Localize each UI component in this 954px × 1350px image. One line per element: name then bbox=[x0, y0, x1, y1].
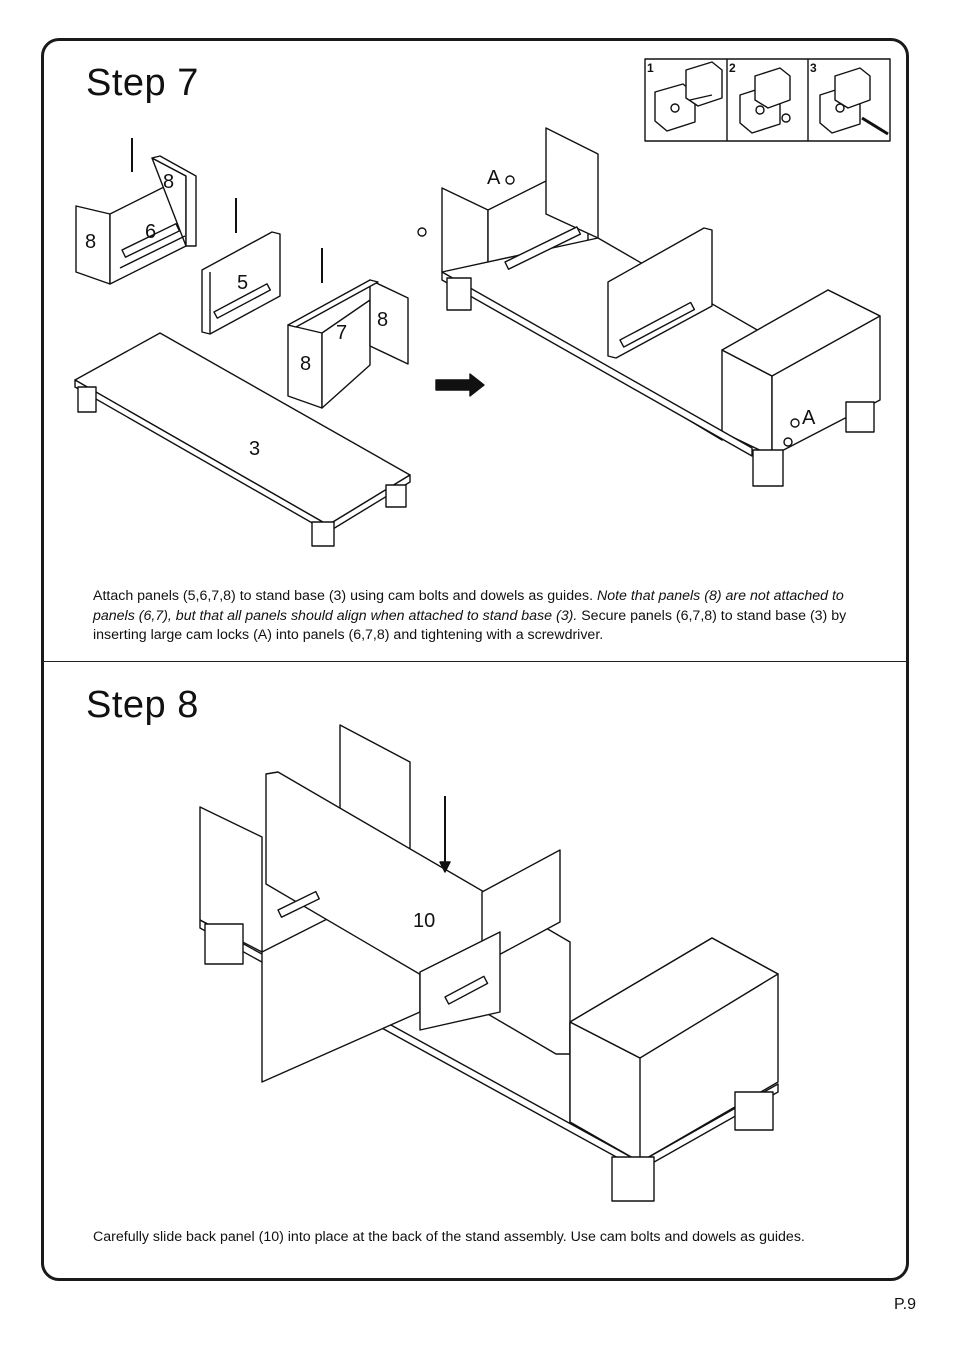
label-8-top: 8 bbox=[163, 171, 174, 193]
step7-caption-italic: Note that panels (8) are not attached to… bbox=[93, 588, 844, 624]
label-10: 10 bbox=[413, 910, 435, 932]
inset-number-3: 3 bbox=[810, 61, 817, 75]
step7-caption-part2: Secure panels (6,7,8) to stand base (3) … bbox=[93, 607, 847, 644]
step8-caption: Carefully slide back panel (10) into pla… bbox=[93, 1229, 805, 1245]
page-frame bbox=[41, 38, 909, 1281]
assembled-stand bbox=[417, 127, 881, 487]
cam-lock-inset bbox=[644, 58, 891, 142]
panel-5 bbox=[201, 231, 281, 335]
step-divider bbox=[41, 661, 909, 662]
step7-caption-part1: Attach panels (5,6,7,8) to stand base (3… bbox=[93, 588, 597, 604]
label-3: 3 bbox=[249, 438, 260, 460]
stand-base-3 bbox=[74, 332, 411, 547]
step7-labels: 8 6 8 5 7 8 8 3 A A 1 2 3 bbox=[85, 61, 817, 460]
inset-number-1: 1 bbox=[647, 61, 654, 75]
direction-arrow bbox=[435, 373, 485, 397]
label-7: 7 bbox=[336, 322, 347, 344]
inset-number-2: 2 bbox=[729, 61, 736, 75]
label-8-left: 8 bbox=[85, 231, 96, 253]
step7-title: Step 7 bbox=[86, 62, 199, 104]
page-number: P.9 bbox=[894, 1296, 916, 1313]
step8-illustration: 10 bbox=[199, 724, 779, 1202]
step7-illustration: 8 6 8 5 7 8 8 3 A A 1 2 3 bbox=[74, 58, 891, 547]
label-5: 5 bbox=[237, 272, 248, 294]
label-6: 6 bbox=[145, 221, 156, 243]
panel-6-assembly bbox=[75, 155, 197, 285]
label-8-front: 8 bbox=[300, 353, 311, 375]
label-8-right: 8 bbox=[377, 309, 388, 331]
step7-caption: Attach panels (5,6,7,8) to stand base (3… bbox=[93, 587, 883, 646]
label-cam-a-bottom: A bbox=[802, 407, 816, 429]
down-arrows bbox=[131, 138, 323, 283]
step8-title: Step 8 bbox=[86, 684, 199, 726]
label-cam-a-top: A bbox=[487, 167, 501, 189]
panel-7-assembly bbox=[287, 279, 409, 409]
